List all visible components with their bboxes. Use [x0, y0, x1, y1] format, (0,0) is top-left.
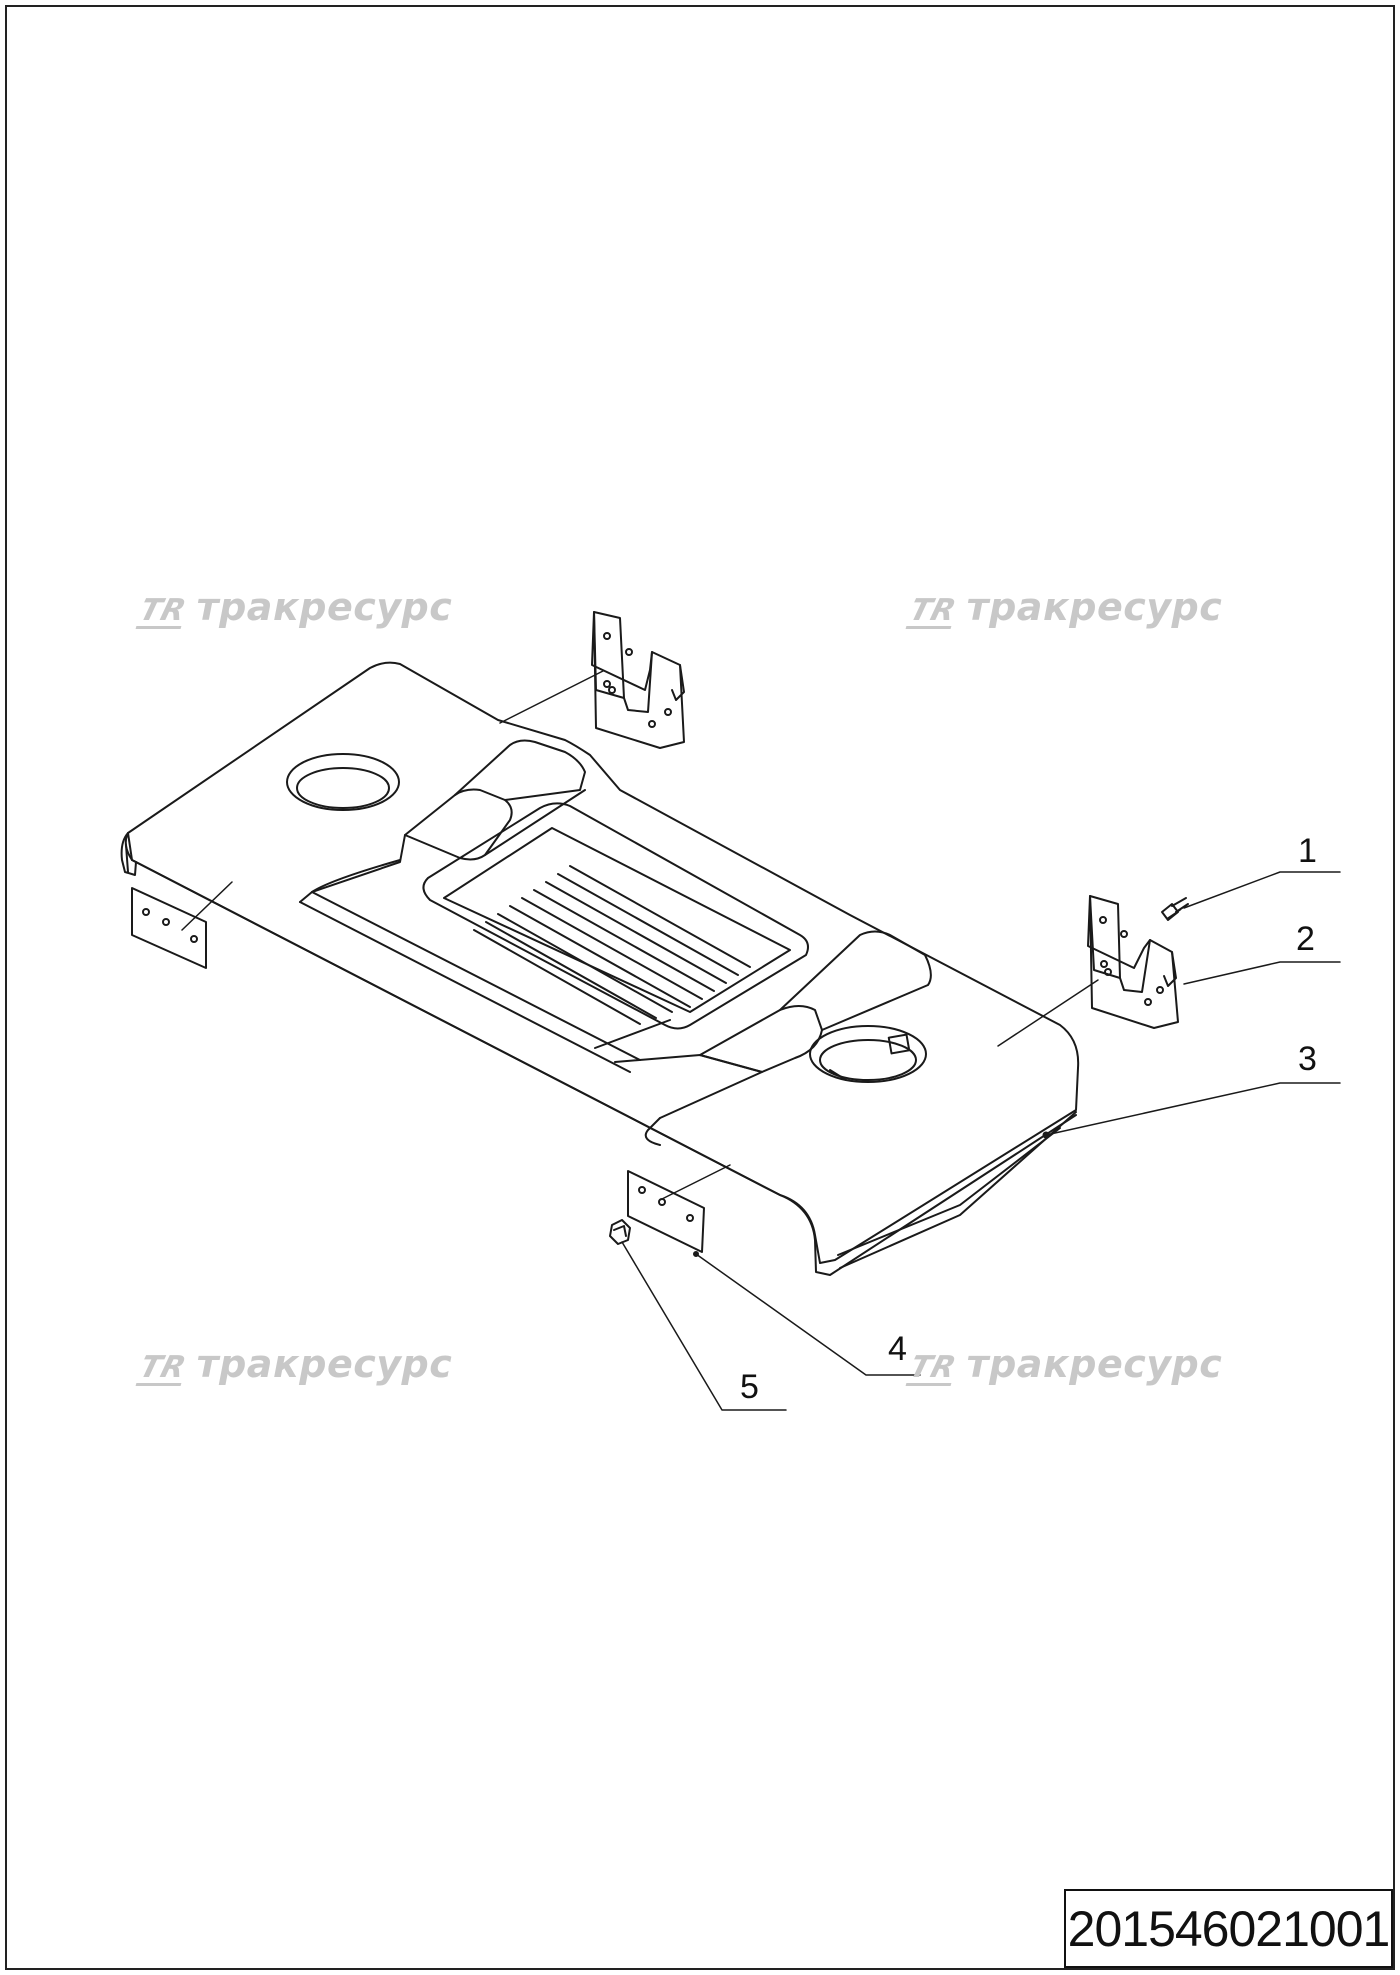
document-number: 201546021001: [1064, 1889, 1393, 1968]
plate-left: [131, 887, 207, 969]
callout-5: 5: [740, 1368, 759, 1406]
cup-holder-right: [809, 1025, 927, 1083]
watermark-logo: TR: [135, 593, 190, 629]
watermark-text: тракресурс: [196, 585, 453, 629]
assembly-lines: [181, 670, 1181, 1201]
callout-1: 1: [1298, 832, 1317, 870]
callout-2: 2: [1296, 920, 1315, 958]
callout-4: 4: [888, 1330, 907, 1368]
screw: [1161, 897, 1189, 921]
watermark-logo: TR: [905, 1350, 960, 1386]
hinge-upper: [591, 611, 685, 749]
console-panel: [120, 661, 1080, 1276]
hinge-right: [1087, 895, 1179, 1029]
plate-lower: [627, 1170, 705, 1253]
tray-ribs: [473, 865, 751, 1025]
nut: [609, 1219, 631, 1245]
watermark-logo: TR: [905, 593, 960, 629]
central-tray: [422, 802, 809, 1030]
watermark-text: тракресурс: [196, 1342, 453, 1386]
sheet-frame: [5, 5, 1395, 1970]
leader-lines: [621, 871, 1341, 1411]
callout-3: 3: [1298, 1040, 1317, 1078]
watermark-text: тракресурс: [966, 585, 1223, 629]
watermark-logo: TR: [135, 1350, 190, 1386]
cup-holder-left: [286, 753, 400, 811]
watermark-text: тракресурс: [966, 1342, 1223, 1386]
